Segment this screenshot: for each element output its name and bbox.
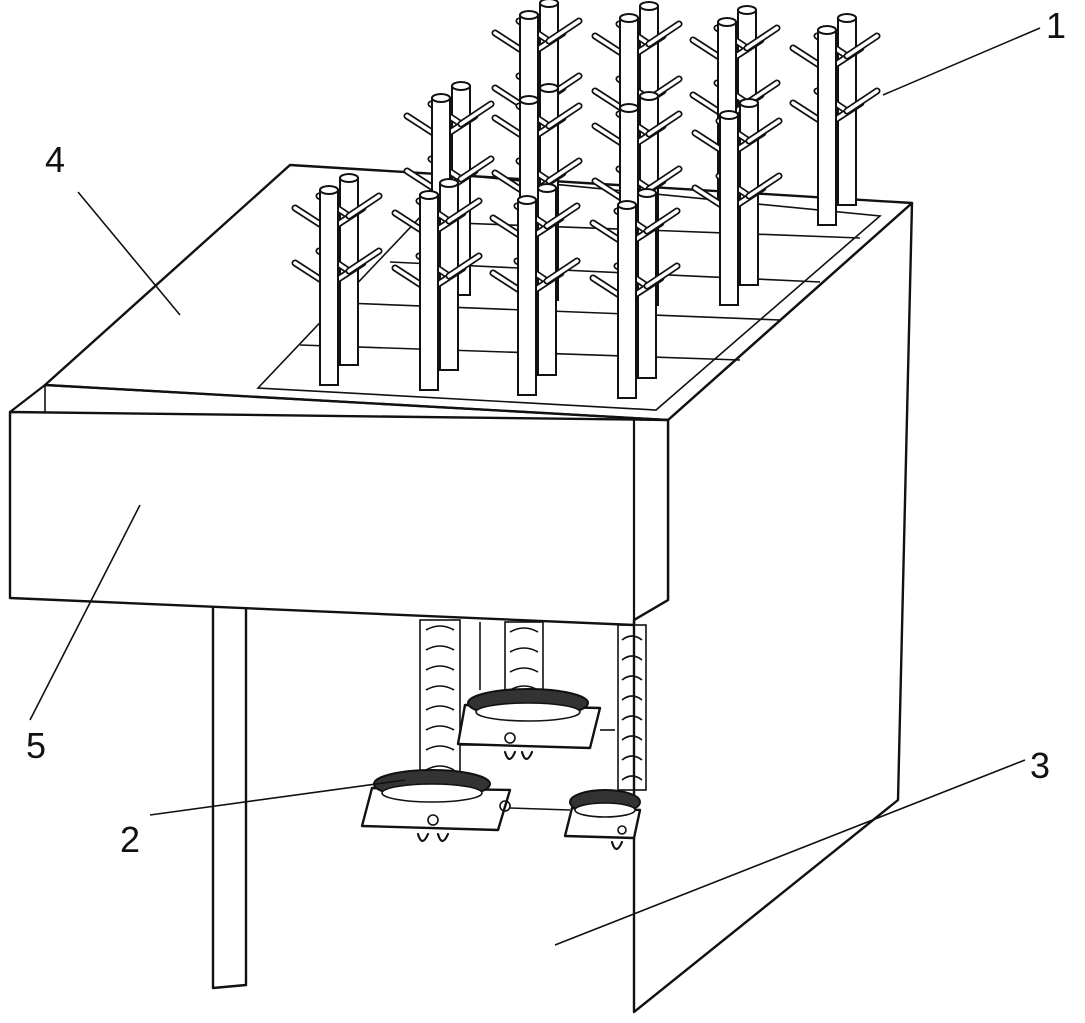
branch-rod (691, 98, 783, 306)
branch-rod (489, 183, 581, 396)
callout-5: 5 (26, 725, 46, 766)
callout-3: 3 (1030, 745, 1050, 786)
branch-rod (291, 173, 383, 386)
branch-rods (291, 0, 881, 399)
callout-1: 1 (1046, 5, 1066, 46)
branch-rod (789, 13, 881, 226)
front-box (8, 383, 670, 627)
drive-unit-front-left (360, 769, 571, 843)
leader-lines (29, 27, 1041, 946)
drive-unit-front-right (563, 789, 642, 851)
drive-unit-back (456, 688, 615, 761)
drive-units (360, 688, 642, 851)
branch-rod (589, 188, 681, 399)
branch-rod (391, 178, 483, 391)
left-leg (211, 598, 248, 990)
callout-2: 2 (120, 819, 140, 860)
callout-4: 4 (45, 139, 65, 180)
